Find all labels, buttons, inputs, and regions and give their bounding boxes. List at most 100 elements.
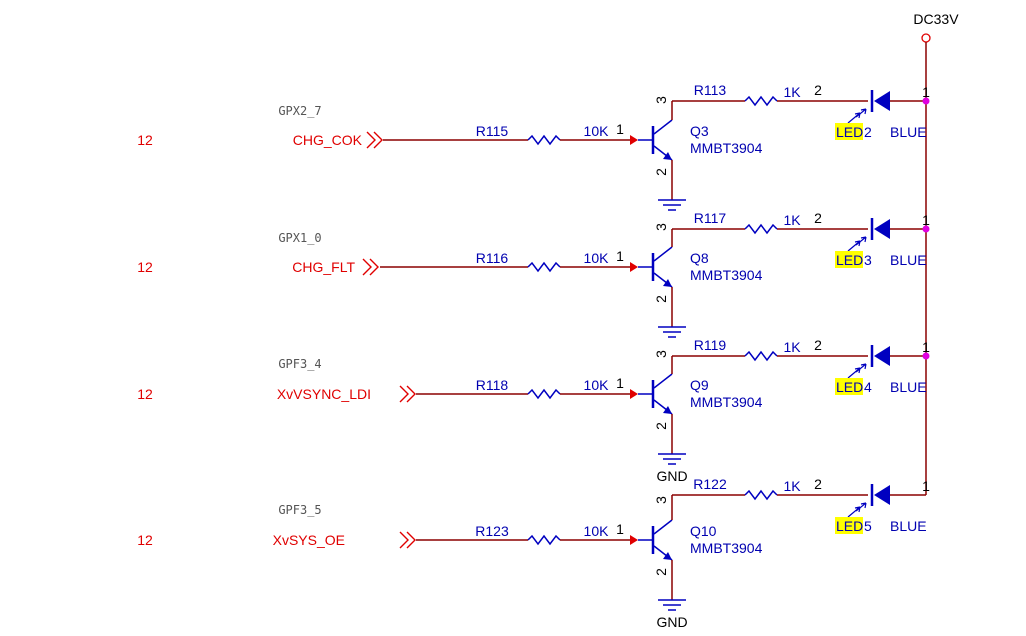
npn-transistor-icon bbox=[638, 246, 673, 288]
led-pin-number: 1 bbox=[922, 339, 930, 355]
base-resistor-icon bbox=[527, 261, 561, 273]
led-ref-prefix: LED bbox=[836, 124, 863, 140]
light-arrow-icon bbox=[847, 112, 861, 124]
emitter-arrow-icon bbox=[663, 406, 672, 414]
junction-dot bbox=[922, 97, 930, 105]
led-resistor-icon bbox=[744, 489, 778, 501]
net-label: CHG_COK bbox=[293, 132, 363, 148]
collector-pin-number: 3 bbox=[653, 96, 669, 104]
base-resistor-ref: R118 bbox=[476, 377, 509, 393]
emitter-pin-number: 2 bbox=[653, 422, 669, 430]
light-arrow-icon bbox=[847, 367, 861, 379]
offpage-connector-icon bbox=[399, 385, 416, 403]
transistor-part: MMBT3904 bbox=[690, 140, 763, 156]
led-resistor-value: 1K bbox=[783, 478, 801, 494]
emitter-arrow-icon bbox=[663, 552, 672, 560]
transistor-ref: Q8 bbox=[690, 250, 709, 266]
base-resistor-ref: R116 bbox=[476, 250, 509, 266]
junction-dot bbox=[922, 352, 930, 360]
ground-label: GND bbox=[656, 614, 687, 630]
led-triangle bbox=[874, 91, 890, 111]
led-ref-number: 4 bbox=[864, 379, 872, 395]
led-diode-icon bbox=[847, 90, 926, 124]
led-ref-highlight bbox=[835, 251, 863, 268]
base-pin-number: 1 bbox=[616, 521, 624, 537]
led-color-label: BLUE bbox=[890, 252, 927, 268]
led-pin-number: 1 bbox=[922, 84, 930, 100]
led-triangle bbox=[874, 346, 890, 366]
npn-transistor-icon bbox=[638, 519, 673, 561]
npn-transistor-icon bbox=[638, 119, 673, 161]
transistor-part: MMBT3904 bbox=[690, 540, 763, 556]
offpage-connector-icon bbox=[362, 258, 379, 276]
transistor-collector-lead bbox=[653, 119, 673, 135]
led-resistor-icon bbox=[744, 223, 778, 235]
transistor-collector-lead bbox=[653, 246, 673, 262]
base-resistor-value: 10K bbox=[584, 377, 610, 393]
led-diode-icon bbox=[847, 345, 926, 379]
ground-icon bbox=[658, 453, 686, 465]
led-resistor-ref: R113 bbox=[694, 82, 727, 98]
page-reference: 12 bbox=[137, 259, 153, 275]
led-ref-highlight bbox=[835, 123, 863, 140]
base-pin-arrow-icon bbox=[630, 535, 638, 545]
collector-pin-number: 3 bbox=[653, 350, 669, 358]
led-ref-highlight bbox=[835, 378, 863, 395]
base-resistor-ref: R123 bbox=[475, 523, 509, 539]
page-reference: 12 bbox=[137, 532, 153, 548]
page-reference: 12 bbox=[137, 386, 153, 402]
led-resistor-value: 1K bbox=[783, 212, 801, 228]
light-arrow-icon bbox=[847, 506, 861, 518]
ground-icon bbox=[658, 599, 686, 611]
led-resistor-pin-number: 2 bbox=[814, 210, 822, 226]
base-pin-number: 1 bbox=[616, 121, 624, 137]
emitter-arrow-icon bbox=[663, 152, 672, 160]
base-resistor-value: 10K bbox=[584, 123, 610, 139]
led-resistor-pin-number: 2 bbox=[814, 82, 822, 98]
emitter-pin-number: 2 bbox=[653, 568, 669, 576]
led-resistor-ref: R119 bbox=[694, 337, 727, 353]
led-resistor-pin-number: 2 bbox=[814, 476, 822, 492]
led-resistor-ref: R117 bbox=[694, 210, 727, 226]
base-resistor-icon bbox=[527, 134, 561, 146]
led-triangle bbox=[874, 485, 890, 505]
base-pin-number: 1 bbox=[616, 248, 624, 264]
led-ref-highlight bbox=[835, 517, 863, 534]
led-resistor-icon bbox=[744, 350, 778, 362]
net-label: CHG_FLT bbox=[292, 259, 355, 275]
ground-label: GND bbox=[656, 468, 687, 484]
led-triangle bbox=[874, 219, 890, 239]
base-pin-number: 1 bbox=[616, 375, 624, 391]
led-pin-number: 1 bbox=[922, 478, 930, 494]
led-resistor-icon bbox=[744, 95, 778, 107]
led-resistor-pin-number: 2 bbox=[814, 337, 822, 353]
base-pin-arrow-icon bbox=[630, 135, 638, 145]
supply-label: DC33V bbox=[913, 11, 959, 27]
base-resistor-value: 10K bbox=[584, 523, 610, 539]
transistor-collector-lead bbox=[653, 519, 673, 535]
led-diode-icon bbox=[847, 218, 926, 252]
led-ref-number: 3 bbox=[864, 252, 872, 268]
offpage-connector-icon bbox=[399, 531, 416, 549]
page-reference: 12 bbox=[137, 132, 153, 148]
supply-port-symbol bbox=[921, 33, 931, 43]
emitter-pin-number: 2 bbox=[653, 295, 669, 303]
base-resistor-value: 10K bbox=[584, 250, 610, 266]
emitter-arrow-icon bbox=[663, 279, 672, 287]
ground-icon bbox=[658, 326, 686, 338]
led-color-label: BLUE bbox=[890, 379, 927, 395]
led-ref-number: 2 bbox=[864, 124, 872, 140]
base-resistor-icon bbox=[527, 388, 561, 400]
led-ref-prefix: LED bbox=[836, 518, 863, 534]
offpage-connector-icon bbox=[366, 131, 383, 149]
transistor-ref: Q3 bbox=[690, 123, 709, 139]
base-resistor-icon bbox=[527, 534, 561, 546]
led-resistor-value: 1K bbox=[783, 84, 801, 100]
transistor-ref: Q9 bbox=[690, 377, 709, 393]
collector-pin-number: 3 bbox=[653, 223, 669, 231]
